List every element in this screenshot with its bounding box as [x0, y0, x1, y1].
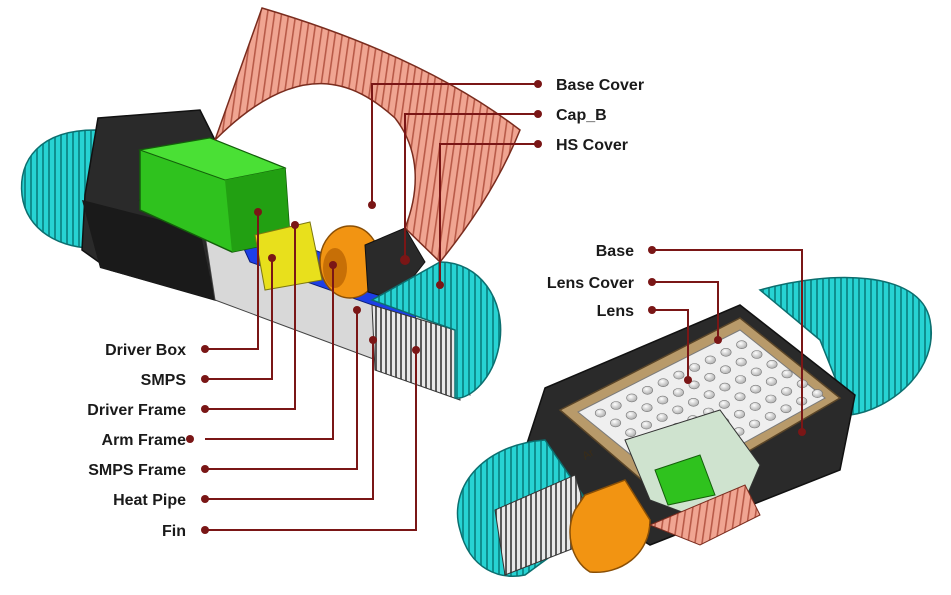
- led-lens-dome: [780, 404, 792, 414]
- led-lens-dome: [610, 401, 622, 410]
- led-lens-dome: [750, 384, 762, 394]
- led-lens-dome: [720, 347, 732, 357]
- led-lens-dome: [764, 412, 776, 421]
- led-lens-dome: [735, 375, 747, 384]
- label-fin: Fin: [162, 523, 186, 540]
- led-lens-dome: [703, 390, 715, 400]
- led-lens-dome: [749, 419, 761, 429]
- label-arm-frame: Arm Frame: [102, 432, 187, 449]
- led-lens-dome: [673, 370, 685, 380]
- label-base: Base: [596, 243, 634, 260]
- led-lens-dome: [811, 389, 823, 398]
- led-lens-dome: [610, 418, 622, 428]
- led-lens-dome: [781, 387, 793, 396]
- led-lens-dome: [672, 405, 684, 415]
- led-lens-dome: [719, 382, 731, 392]
- label-driver-box: Driver Box: [105, 342, 186, 359]
- label-cap-b: Cap_B: [556, 107, 607, 124]
- label-lens: Lens: [597, 303, 634, 320]
- led-lens-dome: [751, 350, 763, 359]
- led-lens-dome: [594, 408, 606, 418]
- led-lens-dome: [749, 402, 761, 411]
- led-lens-dome: [625, 428, 637, 438]
- led-lens-dome: [750, 367, 762, 377]
- led-lens-dome: [640, 420, 652, 430]
- right-lamp-arm: [569, 479, 651, 574]
- led-lens-dome: [765, 377, 777, 386]
- label-driver-frame: Driver Frame: [87, 402, 186, 419]
- led-lens-dome: [656, 413, 668, 422]
- leader-lines: [186, 80, 806, 534]
- right-lamp-bottom-view: Ar: [456, 276, 933, 577]
- led-lens-dome: [781, 369, 793, 379]
- led-lens-dome: [734, 392, 746, 402]
- right-lamp-copper-underside: [648, 484, 761, 546]
- led-lens-dome: [641, 385, 653, 395]
- led-lens-dome: [736, 340, 748, 350]
- smps-part: [254, 221, 323, 291]
- label-smps-frame: SMPS Frame: [88, 462, 186, 479]
- label-base-cover: Base Cover: [556, 77, 644, 94]
- led-lens-dome: [718, 400, 730, 409]
- led-lens-dome: [704, 355, 716, 365]
- led-lens-dome: [689, 363, 701, 372]
- led-lens-dome: [687, 397, 699, 407]
- left-lamp-open-view: [20, 7, 521, 401]
- right-fin-end: [370, 261, 502, 399]
- led-lens-dome: [625, 410, 637, 420]
- label-lens-cover: Lens Cover: [547, 275, 634, 292]
- led-lens-dome: [765, 394, 777, 404]
- label-heat-pipe: Heat Pipe: [113, 492, 186, 509]
- led-lens-dome: [657, 378, 669, 388]
- led-lens-dome: [672, 388, 684, 397]
- led-lens-dome: [626, 393, 638, 403]
- led-lens-dome: [641, 403, 653, 413]
- label-hs-cover: HS Cover: [556, 137, 628, 154]
- led-lens-dome: [688, 380, 700, 390]
- led-lens-dome: [704, 372, 716, 382]
- led-lens-dome: [766, 359, 778, 369]
- led-lens-dome: [657, 395, 669, 405]
- led-lens-dome: [733, 409, 745, 419]
- led-lens-dome: [735, 357, 747, 367]
- label-smps: SMPS: [141, 372, 187, 389]
- callout-labels: Base Cover Cap_B HS Cover Driver Box SMP…: [87, 77, 644, 540]
- led-lens-dome: [719, 365, 731, 375]
